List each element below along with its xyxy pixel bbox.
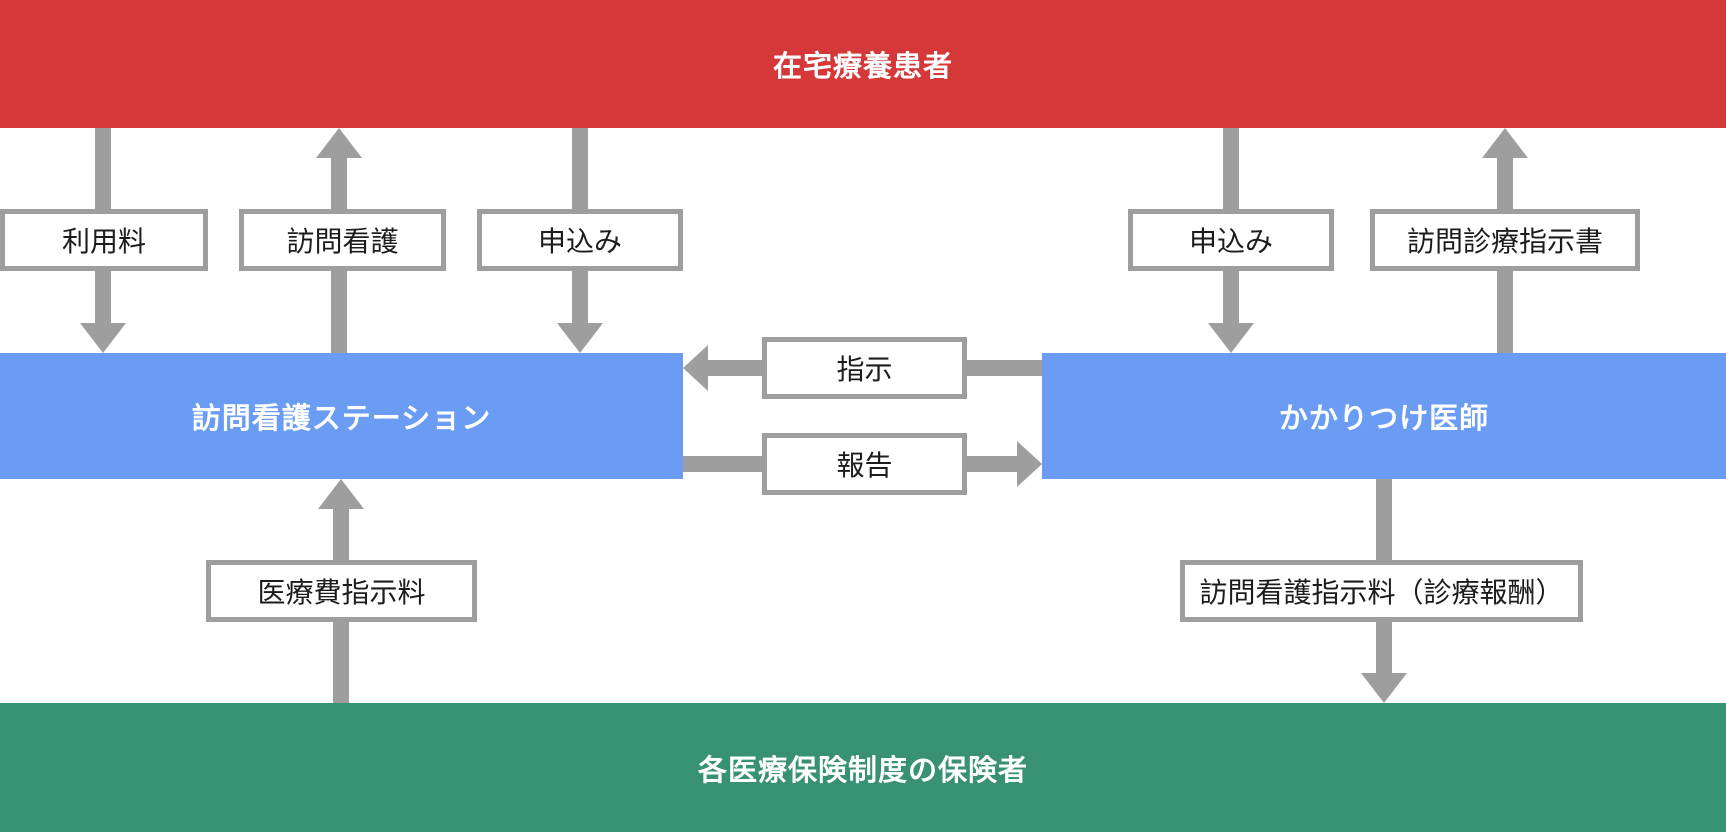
label-nursing-fee-text: 訪問看護指示料（診療報酬） <box>1199 577 1564 608</box>
arrow-report-head-icon <box>1017 441 1042 487</box>
label-visiting-nursing-text: 訪問看護 <box>286 226 399 257</box>
label-report-text: 報告 <box>836 450 893 481</box>
label-instruction: 指示 <box>762 337 967 399</box>
node-doctor: かかりつけ医師 <box>1042 353 1726 479</box>
arrow-instruction-head-icon <box>683 345 708 391</box>
node-patient-label: 在宅療養患者 <box>772 51 953 83</box>
arrow-medical-fee-head-icon <box>318 479 364 509</box>
node-insurer: 各医療保険制度の保険者 <box>0 703 1726 832</box>
label-usage-fee: 利用料 <box>0 209 208 271</box>
arrow-instruction-line-right <box>967 360 1042 376</box>
arrow-usage-fee-head-icon <box>80 323 126 353</box>
label-visiting-nursing: 訪問看護 <box>239 209 446 271</box>
arrow-report-line-left <box>683 456 762 472</box>
label-medical-fee-text: 医療費指示料 <box>257 577 426 608</box>
arrow-visit-directive-head-icon <box>1482 128 1528 158</box>
label-application-doctor: 申込み <box>1128 209 1334 271</box>
arrow-application-doctor-head-icon <box>1208 323 1254 353</box>
label-usage-fee-text: 利用料 <box>61 226 146 257</box>
label-visit-directive-text: 訪問診療指示書 <box>1406 226 1603 257</box>
node-insurer-label: 各医療保険制度の保険者 <box>697 754 1028 787</box>
node-patient: 在宅療養患者 <box>0 0 1726 128</box>
node-doctor-label: かかりつけ医師 <box>1278 403 1490 435</box>
label-application-doctor-text: 申込み <box>1188 226 1273 257</box>
label-instruction-text: 指示 <box>836 354 893 385</box>
arrow-visiting-nursing-head-icon <box>316 128 362 158</box>
arrow-report-line-right <box>967 456 1017 472</box>
node-nursing-station-label: 訪問看護ステーション <box>191 403 492 435</box>
label-medical-fee: 医療費指示料 <box>206 560 477 622</box>
label-visit-directive: 訪問診療指示書 <box>1370 209 1640 271</box>
label-application-station-text: 申込み <box>537 226 622 257</box>
arrow-nursing-fee-head-icon <box>1361 673 1407 703</box>
node-nursing-station: 訪問看護ステーション <box>0 353 683 479</box>
arrow-application-station-head-icon <box>557 323 603 353</box>
arrow-instruction-line-left <box>708 360 762 376</box>
label-report: 報告 <box>762 433 967 495</box>
label-nursing-fee: 訪問看護指示料（診療報酬） <box>1180 560 1583 622</box>
label-application-station: 申込み <box>477 209 683 271</box>
